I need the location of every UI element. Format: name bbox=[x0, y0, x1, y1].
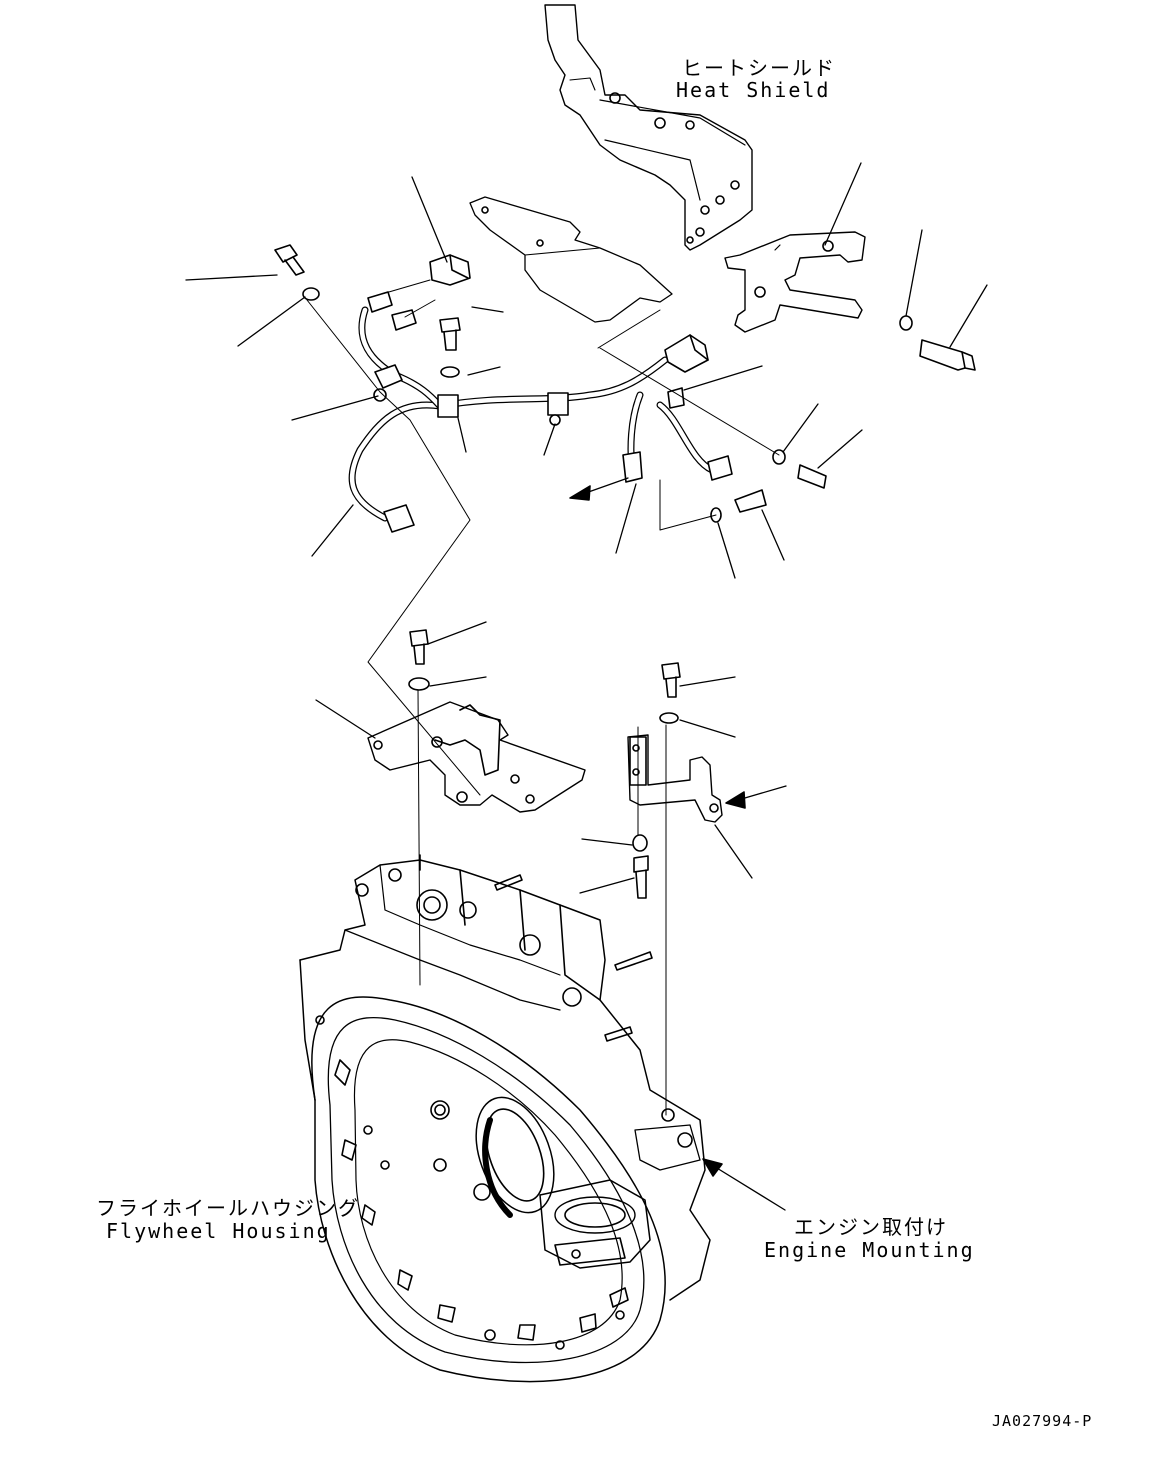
bolt-mid-right bbox=[661, 662, 681, 698]
washer-center-top bbox=[440, 366, 460, 378]
washer-mid-left bbox=[408, 677, 430, 691]
bolt-right-mid bbox=[797, 464, 827, 489]
bolt-right-upper bbox=[919, 339, 976, 371]
bolt-mid-left bbox=[409, 629, 429, 665]
washer-lower-mid bbox=[710, 507, 722, 523]
bracket-mid-left bbox=[367, 701, 586, 813]
arrow-icons bbox=[569, 477, 787, 1211]
washer-mid-right bbox=[659, 712, 679, 724]
flywheel-housing bbox=[299, 854, 711, 1383]
bracket-mid-right bbox=[627, 734, 723, 823]
washer-lower-right bbox=[632, 834, 648, 852]
wire-harness bbox=[348, 254, 733, 533]
leader-lines bbox=[185, 162, 988, 1116]
engine-mounting-label-en: Engine Mounting bbox=[764, 1238, 975, 1262]
drawing-code: JA027994-P bbox=[992, 1412, 1093, 1430]
heat-shield-label-jp: ヒートシールド bbox=[682, 56, 836, 80]
flywheel-housing-label-jp: フライホイールハウジング bbox=[96, 1196, 360, 1220]
flywheel-housing-label-en: Flywheel Housing bbox=[106, 1219, 331, 1243]
bolt-lower-mid bbox=[734, 489, 767, 513]
bolt-lower-right bbox=[633, 855, 649, 899]
washer-left-top bbox=[302, 287, 320, 301]
bolt-left-top bbox=[274, 244, 305, 276]
bolt-center-top bbox=[439, 317, 461, 351]
bracket-upper bbox=[724, 231, 866, 333]
engine-mounting-label-jp: エンジン取付け bbox=[794, 1215, 948, 1239]
washer-right-mid bbox=[772, 449, 786, 465]
heat-shield-label-en: Heat Shield bbox=[676, 78, 831, 102]
heat-shield bbox=[544, 4, 753, 251]
heat-shield-plate bbox=[469, 196, 673, 323]
washer-right-upper bbox=[899, 315, 913, 331]
